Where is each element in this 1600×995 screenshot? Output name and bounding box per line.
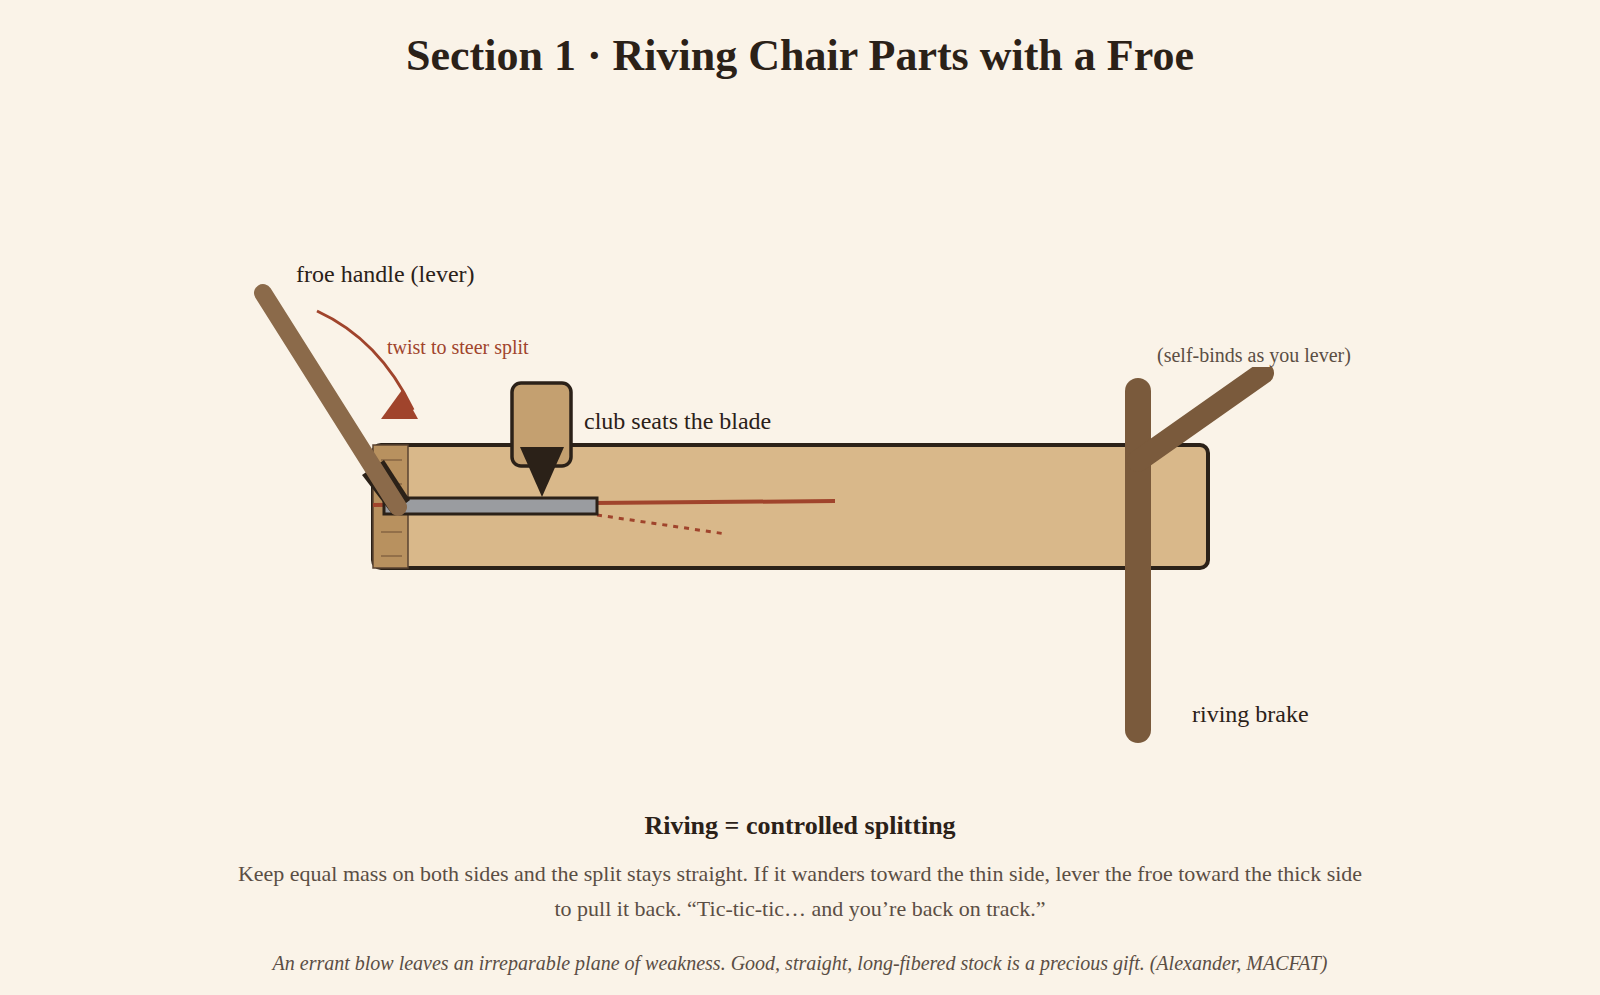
part-label: riving brake	[1192, 700, 1309, 729]
brake-arm	[1138, 373, 1263, 461]
froe-blade	[384, 498, 597, 514]
twist-arrowhead	[381, 390, 418, 419]
club-wedge	[520, 447, 564, 497]
froe-handle	[263, 293, 398, 507]
billet	[373, 445, 1208, 568]
citation: An errant blow leaves an irreparable pla…	[273, 951, 1328, 975]
note: (self-binds as you lever)	[1155, 343, 1353, 367]
title: Section 1 · Riving Chair Parts with a Fr…	[406, 30, 1194, 83]
wandering-split	[597, 515, 726, 534]
part-label: club seats the blade	[584, 407, 771, 436]
part-label: froe handle (lever)	[296, 260, 475, 289]
caption-heading: Riving = controlled splitting	[644, 810, 955, 841]
body-text: Keep equal mass on both sides and the sp…	[230, 856, 1370, 926]
action-note: twist to steer split	[387, 335, 529, 359]
